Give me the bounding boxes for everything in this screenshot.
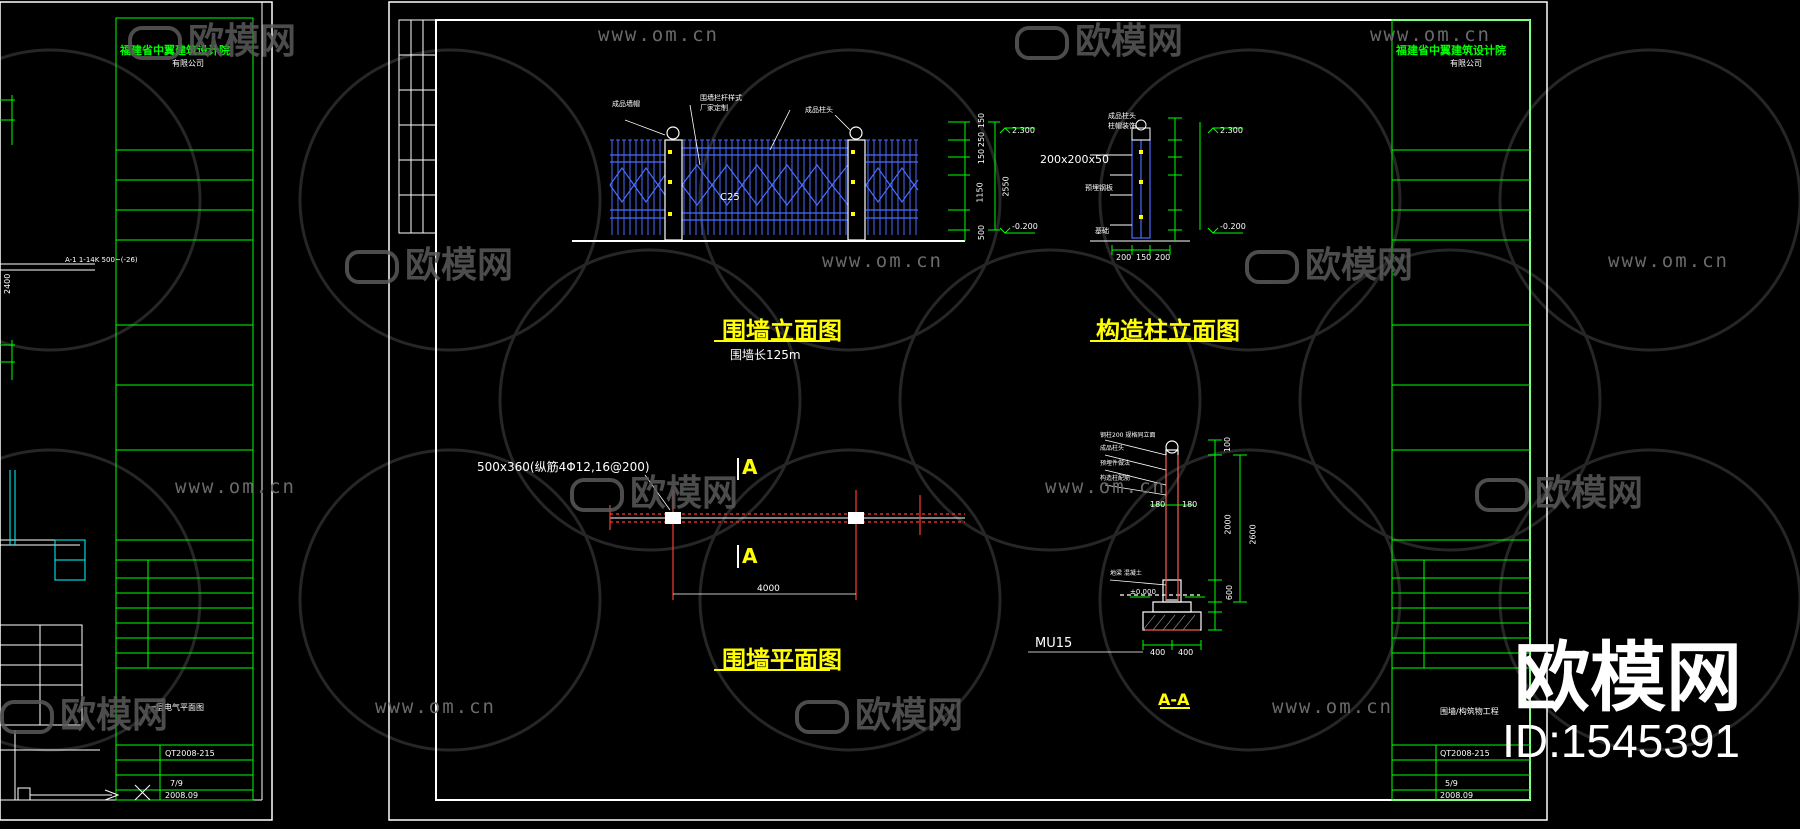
wall-elevation-note: 围墙长125m [730,348,801,362]
level-top: 2.300 [1012,126,1035,135]
left-tb-company-sub: 有限公司 [172,59,204,68]
watermark-url: www.om.cn [822,250,943,272]
brand-id: ID:1545391 [1502,715,1740,767]
dim-elev-0: 150 [977,112,987,129]
wall-plan-title: 围墙平面图 [722,646,842,674]
svg-text:C25: C25 [720,192,740,203]
tb-date: 2008.09 [1440,791,1474,800]
section-marker-bottom: A [742,544,758,568]
dim-elev-6: 500 [977,224,987,241]
tb-sheet: 5/9 [1445,779,1458,788]
watermark-logo: 欧模网 [1475,464,1643,516]
col-level-bottom: -0.200 [1220,222,1246,231]
svg-text:围墙栏杆样式: 围墙栏杆样式 [700,93,742,102]
tb-company: 福建省中翼建筑设计院 [1396,44,1506,57]
watermark-logo: 欧模网 [345,236,513,288]
watermark-logo: 欧模网 [570,464,738,516]
wall-elevation-title: 围墙立面图 [722,317,842,345]
watermark-url: www.om.cn [1608,250,1729,272]
section-dim-1: 2000 [1223,514,1233,535]
section-level: ±0.000 [1130,588,1156,596]
svg-text:地梁 混凝土: 地梁 混凝土 [1110,569,1142,577]
section-bottom-0: 400 [1150,648,1166,657]
brand-name: 欧模网 [1514,633,1742,722]
watermark-arcs [0,48,1800,752]
section-title: A-A [1158,690,1190,709]
left-sheet: A-1 1-14K 500~(-26) 2400 [0,1,273,821]
svg-text:构造柱配筋: 构造柱配筋 [1100,474,1130,482]
svg-text:A-1 1-14K 500~(-26): A-1 1-14K 500~(-26) [65,256,138,264]
dim-elev-4: 1150 [975,182,985,203]
watermark-logo: 欧模网 [0,686,168,738]
watermark-url: www.om.cn [1272,696,1393,718]
svg-text:厂家定制: 厂家定制 [700,103,728,112]
col-bottom-dim-0: 200 [1116,253,1132,262]
left-tb-date: 2008.09 [165,791,199,800]
svg-text:成品柱头: 成品柱头 [1108,111,1136,120]
watermark-url: www.om.cn [1370,24,1491,46]
tb-company-sub: 有限公司 [1450,59,1482,68]
column-elevation: 成品柱头 柱帽装饰 预埋钢板 基础 [1085,111,1243,255]
svg-text:预埋件做法: 预埋件做法 [1100,459,1130,467]
section-dim-2: 2600 [1248,524,1258,545]
svg-text:成品柱头: 成品柱头 [1100,444,1124,452]
column-size-note: 200x200x50 [1040,153,1110,166]
watermark-logo: 欧模网 [1015,12,1183,64]
fence-elevation: 成品墙帽 围墙栏杆样式 厂家定制 成品柱头 C25 [572,93,1035,242]
wall-plan [609,458,965,600]
svg-text:2400: 2400 [3,274,12,294]
col-bottom-dim-1: 150 [1136,253,1152,262]
left-tb-drawing-no: QT2008-215 [165,749,215,758]
watermark-url: www.om.cn [375,696,496,718]
col-level-top: 2.300 [1220,126,1243,135]
svg-text:基础: 基础 [1095,226,1109,235]
left-tb-title: 一层电气平面图 [148,703,204,712]
svg-text:成品墙帽: 成品墙帽 [612,99,640,108]
section-base-note: MU15 [1035,636,1073,651]
svg-text:柱帽装饰: 柱帽装饰 [1108,121,1136,130]
watermark-url: www.om.cn [598,24,719,46]
dim-elev-5: 2550 [1001,176,1011,197]
svg-text:预埋钢板: 预埋钢板 [1085,183,1113,192]
section-dim-6: 180 [1182,500,1198,509]
section-dim-5: 180 [1150,500,1166,509]
watermark-url: www.om.cn [175,476,296,498]
watermark-logo: 欧模网 [795,686,963,738]
level-bottom: -0.200 [1012,222,1038,231]
dim-elev-2: 150 [977,148,987,165]
section-dim-3: 600 [1225,584,1235,601]
watermark-url: www.om.cn [1045,476,1166,498]
left-tb-sheet: 7/9 [170,779,183,788]
section-dim-0: 100 [1223,436,1233,453]
svg-text:钢柱200 规格同立面: 钢柱200 规格同立面 [1100,431,1155,439]
watermark-logo: 欧模网 [128,12,296,64]
column-elevation-title: 构造柱立面图 [1096,317,1240,345]
tb-project: 围墙/构筑物工程 [1440,707,1499,716]
watermark-logo: 欧模网 [1245,236,1413,288]
svg-text:成品柱头: 成品柱头 [805,105,833,114]
section-marker-top: A [742,455,758,479]
plan-beam-note: 500x360(纵筋4Φ12,16@200) [477,460,650,474]
plan-width-dim: 4000 [757,584,780,594]
section-bottom-1: 400 [1178,648,1194,657]
title-block [1391,19,1531,801]
dim-elev-1: 250 [977,131,987,148]
col-bottom-dim-2: 200 [1155,253,1171,262]
tb-drawing-no: QT2008-215 [1440,749,1490,758]
section-a-a: 钢柱200 规格同立面 成品柱头 预埋件做法 构造柱配筋 地梁 混凝土 [1028,431,1247,709]
